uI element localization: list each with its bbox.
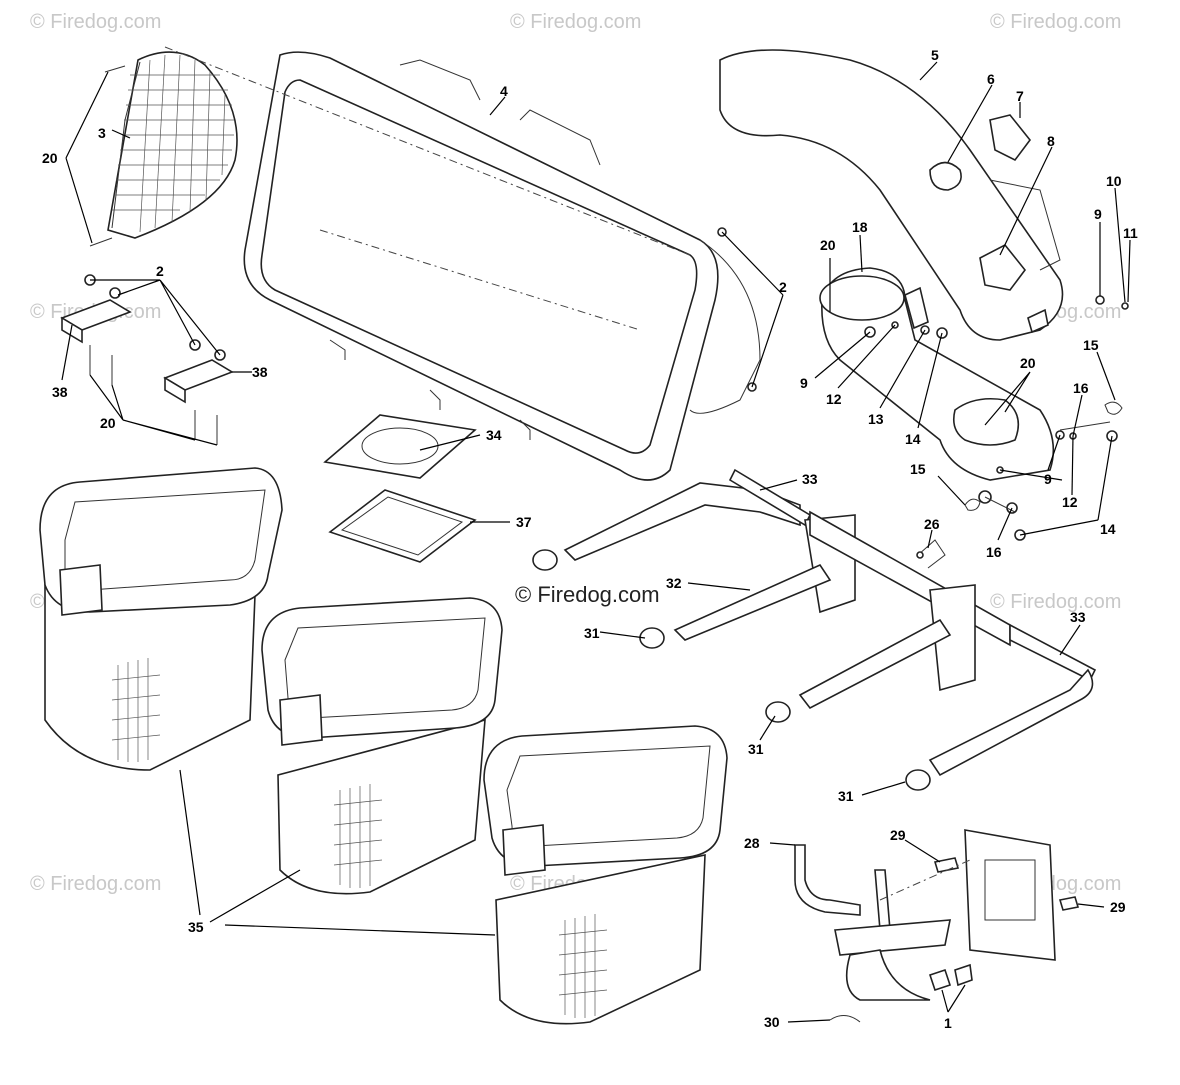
- label-4: 4: [500, 83, 508, 99]
- label-15: 15: [1083, 337, 1099, 353]
- part-38-brackets: [60, 274, 234, 445]
- label-7: 7: [1016, 88, 1024, 104]
- label-38: 38: [252, 364, 268, 380]
- label-6: 6: [987, 71, 995, 87]
- watermark-text: © Firedog.com: [30, 873, 161, 895]
- part-5-chute: [719, 49, 1064, 341]
- watermark-text: © Firedog.com: [510, 11, 641, 33]
- part-34-plate: [323, 414, 477, 479]
- label-2: 2: [779, 279, 787, 295]
- label-10: 10: [1106, 173, 1122, 189]
- label-20: 20: [820, 237, 836, 253]
- part-26-clip: [916, 539, 946, 569]
- label-20: 20: [100, 415, 116, 431]
- label-1: 1: [944, 1015, 952, 1031]
- leader-lines: [61, 61, 1131, 1023]
- label-35: 35: [188, 919, 204, 935]
- label-33: 33: [1070, 609, 1086, 625]
- watermark-text: © Firedog.com: [990, 591, 1121, 613]
- label-13: 13: [868, 411, 884, 427]
- label-15: 15: [910, 461, 926, 477]
- label-32: 32: [666, 575, 682, 591]
- label-14: 14: [905, 431, 921, 447]
- part-35-bags: [39, 467, 728, 1025]
- label-37: 37: [516, 514, 532, 530]
- label-31: 31: [748, 741, 764, 757]
- label-5: 5: [931, 47, 939, 63]
- label-38: 38: [52, 384, 68, 400]
- label-30: 30: [764, 1014, 780, 1030]
- label-26: 26: [924, 516, 940, 532]
- part-37-gasket: [328, 489, 477, 563]
- hitch-assembly: [794, 829, 1080, 1023]
- label-29: 29: [1110, 899, 1126, 915]
- label-2: 2: [156, 263, 164, 279]
- label-16: 16: [986, 544, 1002, 560]
- part-4-housing: [243, 51, 761, 481]
- label-28: 28: [744, 835, 760, 851]
- label-20: 20: [42, 150, 58, 166]
- label-29: 29: [890, 827, 906, 843]
- label-9: 9: [800, 375, 808, 391]
- part-32-frame: [532, 468, 1097, 791]
- part-3-screen: [89, 51, 238, 247]
- label-8: 8: [1047, 133, 1055, 149]
- watermark-text: © Firedog.com: [990, 11, 1121, 33]
- label-20: 20: [1020, 355, 1036, 371]
- label-18: 18: [852, 219, 868, 235]
- label-33: 33: [802, 471, 818, 487]
- label-34: 34: [486, 427, 502, 443]
- label-9: 9: [1044, 471, 1052, 487]
- label-3: 3: [98, 125, 106, 141]
- label-31: 31: [838, 788, 854, 804]
- label-11: 11: [1123, 225, 1138, 241]
- label-12: 12: [826, 391, 842, 407]
- label-12: 12: [1062, 494, 1078, 510]
- watermark-text: © Firedog.com: [30, 11, 161, 33]
- label-9: 9: [1094, 206, 1102, 222]
- callout-labels: 20 3 2 38 38 20 4 2 5 6 7 8 10 9 11 20 1…: [42, 47, 1138, 1031]
- hardware: [864, 295, 1129, 541]
- label-14: 14: [1100, 521, 1116, 537]
- part-18-adapter: [819, 267, 1055, 481]
- watermark-main: © Firedog.com: [515, 582, 660, 607]
- label-31: 31: [584, 625, 600, 641]
- label-16: 16: [1073, 380, 1089, 396]
